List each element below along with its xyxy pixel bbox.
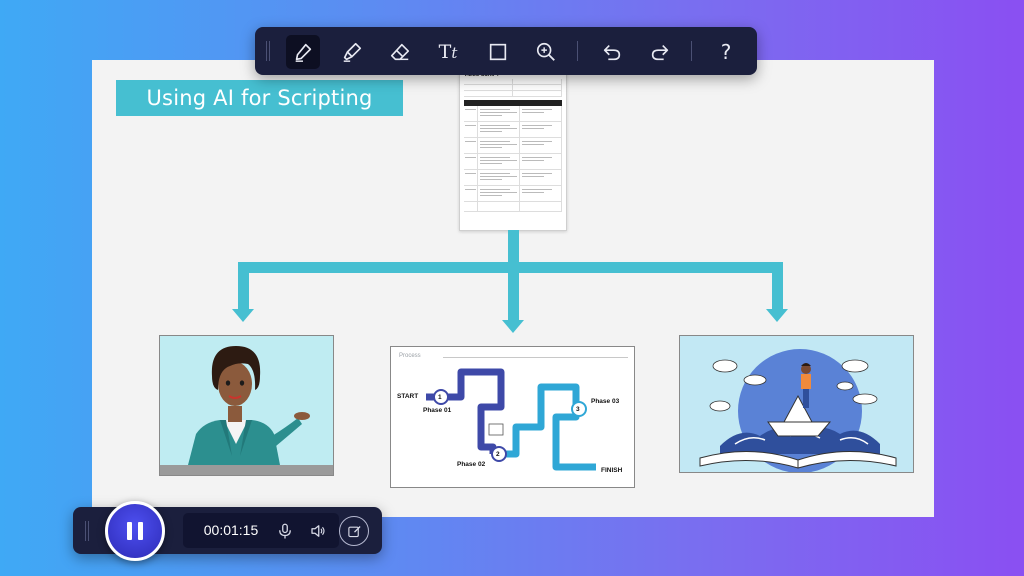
connector-center bbox=[508, 262, 519, 320]
paper-boat-book-scene bbox=[699, 349, 897, 472]
process-rule bbox=[443, 357, 628, 358]
pause-icon bbox=[127, 522, 132, 540]
recording-control-bar: 00:01:15 bbox=[73, 501, 382, 561]
zoom-tool-button[interactable] bbox=[529, 35, 563, 69]
storybook-illustration bbox=[679, 335, 914, 473]
doc-table-row bbox=[464, 154, 562, 170]
timer-panel: 00:01:15 bbox=[183, 513, 339, 548]
pause-recording-button[interactable] bbox=[105, 501, 165, 561]
process-phase3-label: Phase 03 bbox=[591, 398, 620, 405]
doc-meta-row bbox=[464, 85, 562, 91]
process-start-label: START bbox=[397, 393, 419, 400]
doc-meta-row bbox=[464, 91, 562, 97]
doc-table-row bbox=[464, 122, 562, 138]
rectangle-tool-button[interactable] bbox=[481, 35, 515, 69]
doc-table-row bbox=[464, 186, 562, 202]
undo-icon bbox=[603, 44, 621, 61]
presenter-illustration bbox=[159, 335, 334, 476]
eraser-tool-button[interactable] bbox=[383, 35, 417, 69]
script-document-image: VIDEO SCRIPT bbox=[459, 68, 567, 231]
doc-table-row bbox=[464, 170, 562, 186]
toolbar-divider bbox=[691, 41, 692, 61]
microphone-icon bbox=[279, 523, 291, 539]
doc-table-row bbox=[464, 202, 562, 212]
doc-table-header bbox=[464, 100, 562, 106]
microphone-toggle[interactable] bbox=[270, 516, 300, 546]
speaker-icon bbox=[311, 525, 325, 537]
eraser-icon bbox=[390, 43, 410, 61]
doc-table-row bbox=[464, 106, 562, 122]
rectangle-icon bbox=[489, 43, 507, 61]
edit-icon bbox=[347, 525, 361, 537]
process-phase2-label: Phase 02 bbox=[457, 461, 486, 468]
process-finish-label: FINISH bbox=[601, 467, 623, 474]
undo-button[interactable] bbox=[595, 35, 629, 69]
script-doc-title: VIDEO SCRIPT bbox=[464, 72, 500, 78]
recorder-drag-handle[interactable] bbox=[85, 521, 89, 541]
toolbar-drag-handle[interactable] bbox=[266, 41, 270, 61]
arrow-right bbox=[766, 309, 788, 322]
arrow-center bbox=[502, 320, 524, 333]
process-flow-diagram: Process 1 2 3 START Phase 01 Phase 02 Ph… bbox=[390, 346, 635, 488]
process-step-2: 2 bbox=[496, 451, 500, 458]
help-icon: ? bbox=[720, 40, 732, 64]
process-step-3: 3 bbox=[576, 406, 580, 413]
recording-timer: 00:01:15 bbox=[203, 522, 259, 538]
highlighter-tool-button[interactable] bbox=[335, 35, 369, 69]
speaker-toggle[interactable] bbox=[303, 516, 333, 546]
process-path bbox=[426, 368, 596, 471]
redo-button[interactable] bbox=[643, 35, 677, 69]
pause-icon bbox=[138, 522, 143, 540]
process-label: Process bbox=[399, 353, 421, 359]
connector-stem bbox=[508, 230, 519, 264]
zoom-in-icon bbox=[536, 42, 555, 61]
doc-meta-row bbox=[464, 79, 562, 85]
text-icon: Tt bbox=[438, 41, 458, 63]
process-step-1: 1 bbox=[438, 394, 442, 401]
redo-icon bbox=[651, 44, 669, 61]
pen-icon bbox=[295, 43, 312, 62]
drawing-toolbar: Tt ? bbox=[255, 27, 757, 75]
arrow-left bbox=[232, 309, 254, 322]
toolbar-divider bbox=[577, 41, 578, 61]
connector-left bbox=[238, 262, 249, 310]
highlighter-icon bbox=[343, 42, 362, 62]
annotate-toggle-button[interactable] bbox=[339, 516, 369, 546]
presenter-figure bbox=[160, 346, 333, 475]
slide-title: Using AI for Scripting bbox=[116, 80, 403, 116]
process-phase1-label: Phase 01 bbox=[423, 407, 452, 414]
connector-right bbox=[772, 262, 783, 310]
doc-table-row bbox=[464, 138, 562, 154]
help-button[interactable]: ? bbox=[709, 35, 743, 69]
pen-tool-button[interactable] bbox=[286, 35, 320, 69]
text-tool-button[interactable]: Tt bbox=[431, 35, 465, 69]
